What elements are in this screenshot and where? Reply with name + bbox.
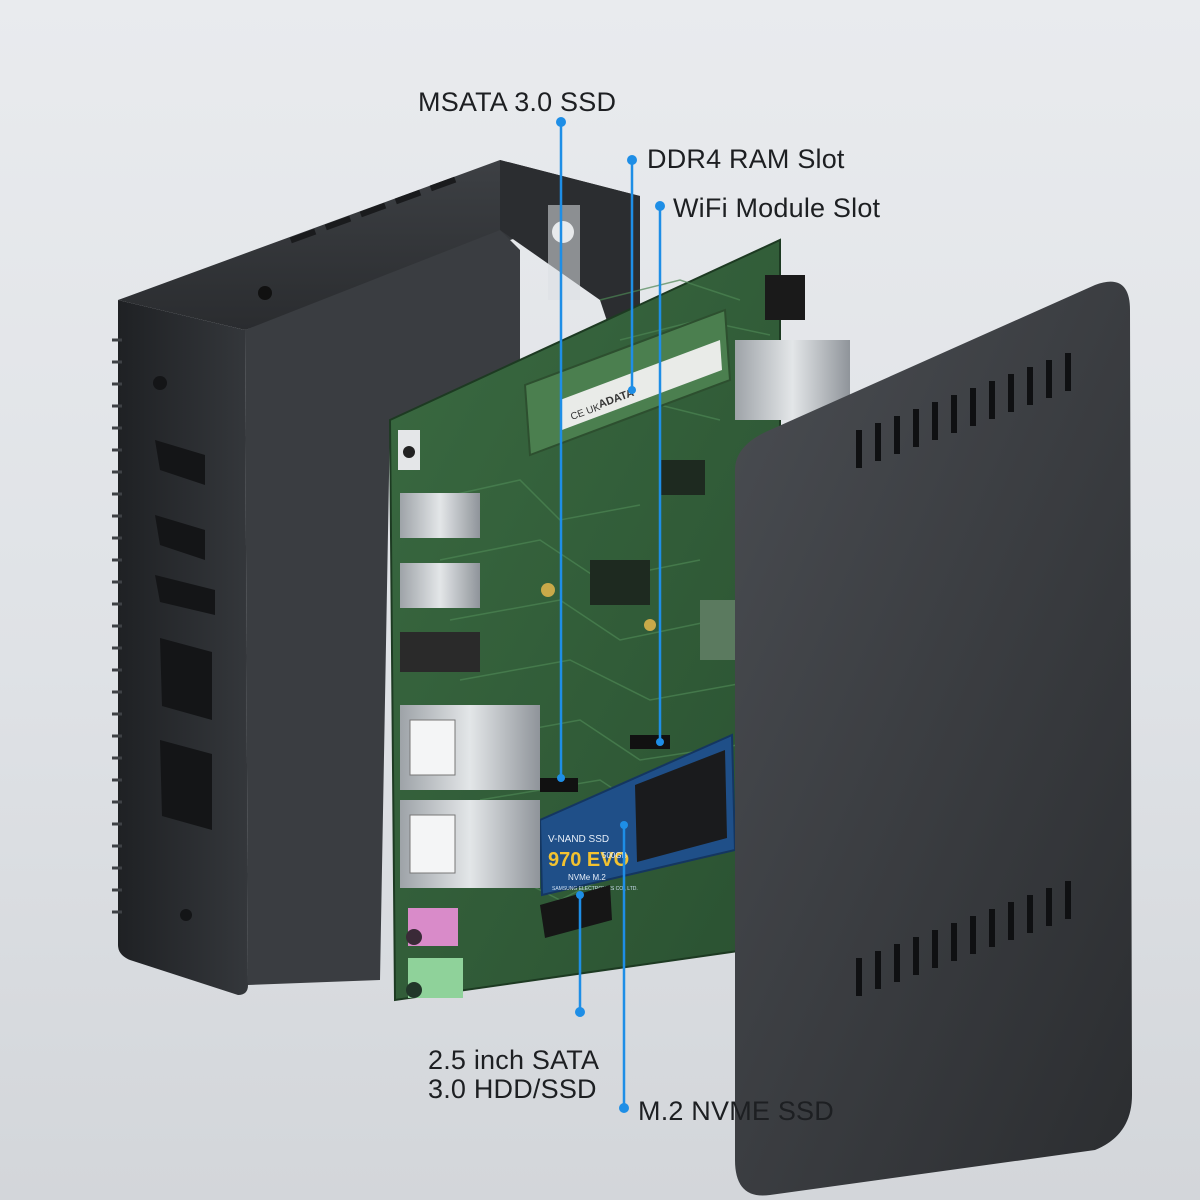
ssd-model: 970 EVO bbox=[548, 849, 629, 871]
displayport-2 bbox=[400, 563, 480, 608]
wifi-module-slot-callout: WiFi Module Slot bbox=[673, 193, 881, 223]
top-vents bbox=[258, 176, 457, 300]
cooling-fins bbox=[112, 338, 122, 914]
callout-lines bbox=[559, 122, 662, 1108]
sata-callout-line2: 3.0 HDD/SSD bbox=[428, 1074, 597, 1104]
sata-drive-callout: 2.5 inch SATA 3.0 HDD/SSD bbox=[428, 1046, 599, 1104]
ssd-maker: SAMSUNG ELECTRONICS CO., LTD. bbox=[552, 886, 638, 892]
cover-vents bbox=[856, 353, 1071, 996]
ddr4-ram-slot-callout: DDR4 RAM Slot bbox=[647, 144, 845, 174]
case-cutout bbox=[548, 205, 580, 300]
msata-ssd-callout: MSATA 3.0 SSD bbox=[418, 87, 617, 117]
chip bbox=[660, 460, 705, 495]
ddr4-ram-module: ADATA CE UK bbox=[523, 308, 732, 457]
chip bbox=[700, 600, 740, 660]
msata-slot bbox=[540, 778, 578, 792]
front-port-cutouts bbox=[153, 376, 215, 921]
nvme-ssd-callout: M.2 NVME SSD bbox=[638, 1096, 834, 1126]
callout-dots bbox=[556, 117, 665, 1113]
ssd-capacity: 500GB bbox=[602, 851, 627, 860]
displayport-1 bbox=[400, 493, 480, 538]
motherboard: ADATA CE UK V-NAND SSD 970 EVO NVMe M.2 … bbox=[388, 238, 850, 1002]
ssd-brand: V-NAND SSD bbox=[548, 834, 609, 845]
sata-connector bbox=[540, 885, 612, 938]
power-header bbox=[765, 275, 805, 320]
hdmi-port bbox=[400, 632, 480, 672]
nvme-ssd: V-NAND SSD 970 EVO NVMe M.2 500GB SAMSUN… bbox=[538, 733, 737, 897]
bottom-cover bbox=[735, 281, 1132, 1196]
ssd-type: NVMe M.2 bbox=[568, 873, 606, 882]
chip bbox=[590, 560, 650, 605]
sata-callout-line1: 2.5 inch SATA bbox=[428, 1045, 600, 1075]
